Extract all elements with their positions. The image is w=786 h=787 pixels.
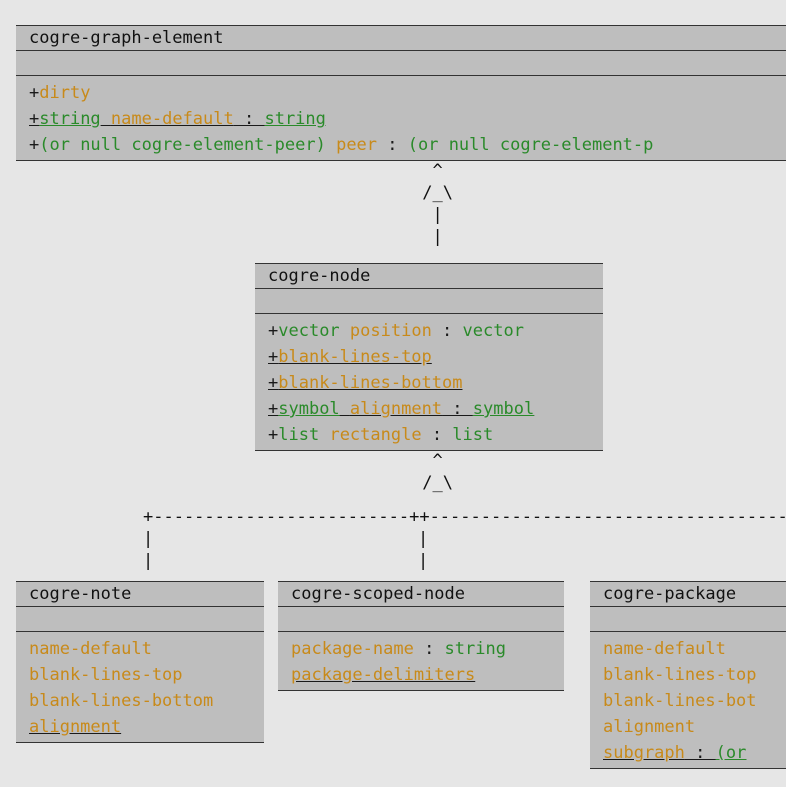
attribute-name: blank-lines-top bbox=[29, 665, 183, 685]
attribute-visibility: + bbox=[29, 109, 40, 129]
class-attribute: +list rectangle : list bbox=[268, 422, 603, 448]
class-name: cogre-package bbox=[590, 582, 786, 607]
class-attribute: subgraph : (or bbox=[603, 740, 786, 766]
attribute-name: blank-lines-top bbox=[278, 347, 432, 367]
attribute-name: peer bbox=[336, 135, 378, 155]
attribute-value-type: list bbox=[452, 425, 494, 445]
attribute-name: name-default bbox=[110, 109, 234, 129]
attribute-separator: : bbox=[442, 399, 473, 419]
class-attributes: package-name : string package-delimiters bbox=[278, 632, 564, 690]
class-attribute: +dirty bbox=[29, 80, 786, 106]
attribute-visibility: + bbox=[268, 347, 279, 367]
attribute-type: string bbox=[39, 109, 101, 129]
attribute-type: list bbox=[278, 425, 320, 445]
attribute-name: blank-lines-bottom bbox=[29, 691, 214, 711]
inheritance-arrow: ^ /_\ | | bbox=[422, 161, 453, 247]
class-attribute: name-default bbox=[29, 636, 264, 662]
attribute-visibility: + bbox=[268, 399, 279, 419]
attribute-visibility: + bbox=[268, 321, 279, 341]
class-attribute: package-name : string bbox=[291, 636, 564, 662]
attribute-visibility: + bbox=[268, 425, 279, 445]
attribute-value-type: string bbox=[444, 639, 506, 659]
attribute-name: alignment bbox=[29, 717, 122, 737]
class-attribute: +symbol alignment : symbol bbox=[268, 396, 603, 422]
class-box-note[interactable]: cogre-note name-default blank-lines-top bl… bbox=[16, 581, 264, 743]
drop-line-scoped-node: | | bbox=[418, 529, 429, 571]
class-name: cogre-node bbox=[255, 264, 603, 289]
attribute-name: blank-lines-bot bbox=[603, 691, 757, 711]
class-attribute: +blank-lines-top bbox=[268, 344, 603, 370]
class-attributes: name-default blank-lines-top blank-lines-b… bbox=[16, 632, 264, 742]
attribute-name: dirty bbox=[39, 83, 91, 103]
attribute-separator: : bbox=[421, 425, 453, 445]
class-attribute: blank-lines-bottom bbox=[29, 688, 264, 714]
class-attributes: name-default blank-lines-top blank-lines-b… bbox=[590, 632, 786, 768]
class-spacer bbox=[16, 51, 786, 76]
class-name: cogre-graph-element bbox=[16, 26, 786, 51]
attribute-name: package-delimiters bbox=[291, 665, 476, 685]
class-attribute: blank-lines-top bbox=[603, 662, 786, 688]
attribute-visibility: + bbox=[268, 373, 279, 393]
attribute-name: position bbox=[349, 321, 432, 341]
class-box-graph-element[interactable]: cogre-graph-element +dirty+string name-d… bbox=[16, 25, 786, 161]
attribute-name: subgraph bbox=[603, 743, 685, 763]
class-attributes: +vector position : vector+blank-lines-to… bbox=[255, 314, 603, 450]
attribute-name: rectangle bbox=[329, 425, 422, 445]
attribute-type: vector bbox=[278, 321, 340, 341]
class-attribute: +(or null cogre-element-peer) peer : (or… bbox=[29, 132, 786, 158]
attribute-name: name-default bbox=[29, 639, 152, 659]
attribute-value-type: (or null cogre-element-p bbox=[407, 135, 654, 155]
attribute-name: alignment bbox=[603, 717, 696, 737]
attribute-visibility: + bbox=[29, 135, 40, 155]
class-name: cogre-note bbox=[16, 582, 264, 607]
class-name: cogre-scoped-node bbox=[278, 582, 564, 607]
class-attributes: +dirty+string name-default : string+(or … bbox=[16, 76, 786, 160]
class-attribute: name-default bbox=[603, 636, 786, 662]
attribute-name: package-name bbox=[291, 639, 414, 659]
class-attribute: alignment bbox=[603, 714, 786, 740]
attribute-separator: : bbox=[413, 639, 445, 659]
attribute-separator: : bbox=[684, 743, 716, 763]
attribute-value-type: string bbox=[264, 109, 326, 129]
class-spacer bbox=[278, 607, 564, 632]
class-spacer bbox=[590, 607, 786, 632]
attribute-type: (or null cogre-element-peer) bbox=[39, 135, 326, 155]
attribute-name: name-default bbox=[603, 639, 726, 659]
attribute-value-type: vector bbox=[462, 321, 524, 341]
attribute-separator: : bbox=[233, 109, 265, 129]
class-attribute: alignment bbox=[29, 714, 264, 740]
attribute-name: blank-lines-bottom bbox=[278, 373, 463, 393]
class-attribute: +vector position : vector bbox=[268, 318, 603, 344]
class-attribute: blank-lines-top bbox=[29, 662, 264, 688]
attribute-name: alignment bbox=[349, 399, 443, 419]
attribute-type: symbol bbox=[278, 399, 340, 419]
attribute-name: blank-lines-top bbox=[603, 665, 757, 685]
attribute-separator: : bbox=[431, 321, 463, 341]
inheritance-arrow: ^ /_\ bbox=[422, 451, 453, 493]
inheritance-tree-line: +-------------------------++------------… bbox=[143, 507, 786, 527]
class-box-package[interactable]: cogre-package name-default blank-lines-to… bbox=[590, 581, 786, 769]
class-attribute: +blank-lines-bottom bbox=[268, 370, 603, 396]
class-spacer bbox=[255, 289, 603, 314]
class-attribute: blank-lines-bot bbox=[603, 688, 786, 714]
attribute-value-type: (or bbox=[715, 743, 747, 763]
drop-line-note: | | bbox=[143, 529, 154, 571]
attribute-separator: : bbox=[377, 135, 408, 155]
class-box-node[interactable]: cogre-node +vector position : vector+bla… bbox=[255, 263, 603, 451]
class-attribute: +string name-default : string bbox=[29, 106, 786, 132]
attribute-visibility: + bbox=[29, 83, 40, 103]
class-spacer bbox=[16, 607, 264, 632]
attribute-value-type: symbol bbox=[472, 399, 535, 419]
class-attribute: package-delimiters bbox=[291, 662, 564, 688]
